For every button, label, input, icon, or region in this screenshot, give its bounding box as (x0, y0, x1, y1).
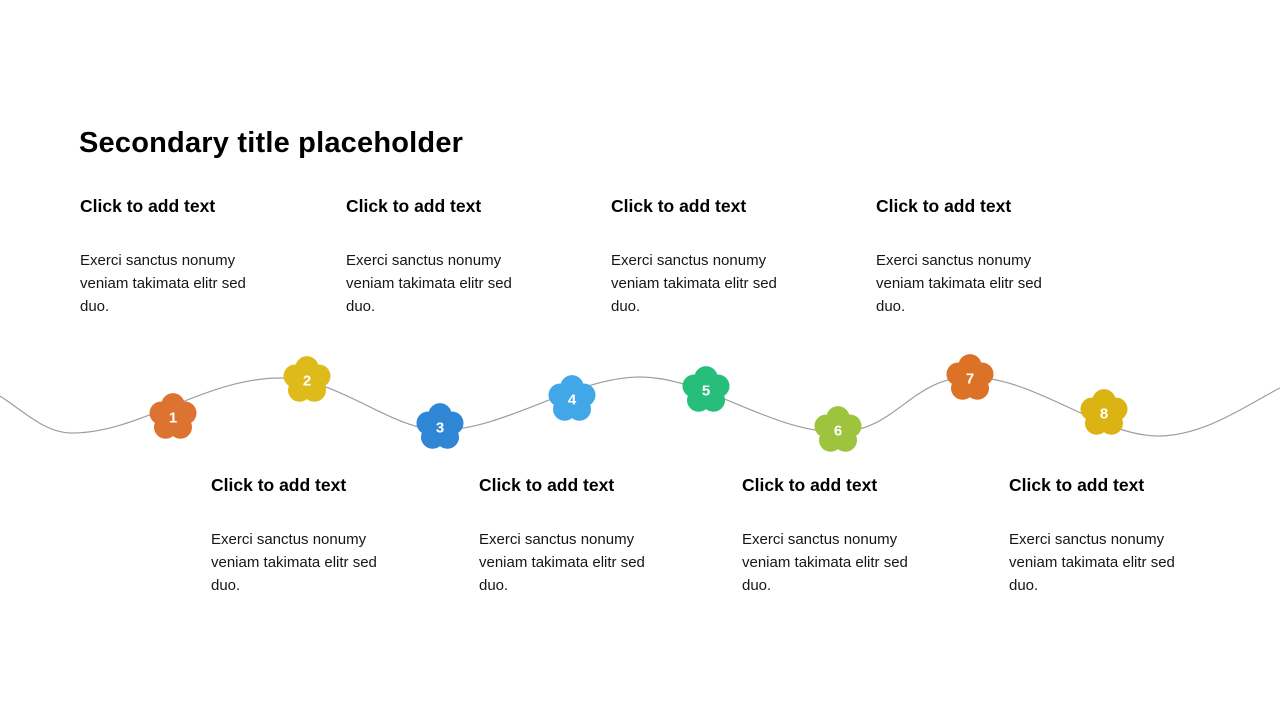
item-body[interactable]: Exerci sanctus nonumy veniam takimata el… (211, 531, 377, 594)
item-body[interactable]: Exerci sanctus nonumy veniam takimata el… (80, 252, 246, 315)
item-body[interactable]: Exerci sanctus nonumy veniam takimata el… (346, 252, 512, 315)
item-body[interactable]: Exerci sanctus nonumy veniam takimata el… (1009, 531, 1175, 594)
item-heading[interactable]: Click to add text (876, 196, 1012, 216)
item-body[interactable]: Exerci sanctus nonumy veniam takimata el… (742, 531, 908, 594)
flower-number: 3 (436, 420, 444, 437)
flower-number: 8 (1100, 406, 1108, 423)
timeline-flower-3[interactable]: 3 (416, 403, 464, 451)
flower-shape (416, 403, 464, 449)
flower-shape (548, 375, 596, 421)
flower-shape (682, 366, 730, 412)
slide-title[interactable]: Secondary title placeholder (79, 127, 464, 159)
timeline-flower-6[interactable]: 6 (814, 406, 862, 454)
flower-shape (283, 356, 331, 402)
item-heading[interactable]: Click to add text (80, 196, 216, 216)
item-heading[interactable]: Click to add text (479, 475, 615, 495)
timeline-flower-2[interactable]: 2 (283, 356, 331, 404)
flower-number: 7 (966, 371, 974, 388)
flower-number: 5 (702, 383, 710, 400)
item-heading[interactable]: Click to add text (211, 475, 347, 495)
item-heading[interactable]: Click to add text (611, 196, 747, 216)
item-body[interactable]: Exerci sanctus nonumy veniam takimata el… (611, 252, 777, 315)
timeline-flower-7[interactable]: 7 (946, 354, 994, 402)
item-heading[interactable]: Click to add text (742, 475, 878, 495)
item-body[interactable]: Exerci sanctus nonumy veniam takimata el… (876, 252, 1042, 315)
timeline-flower-8[interactable]: 8 (1080, 389, 1128, 437)
item-heading[interactable]: Click to add text (346, 196, 482, 216)
flower-number: 2 (303, 373, 311, 390)
flower-number: 6 (834, 423, 842, 440)
timeline-flower-1[interactable]: 1 (149, 393, 197, 441)
item-heading[interactable]: Click to add text (1009, 475, 1145, 495)
flower-number: 4 (568, 392, 577, 409)
timeline-flower-4[interactable]: 4 (548, 375, 596, 423)
flower-shape (1080, 389, 1128, 435)
item-body[interactable]: Exerci sanctus nonumy veniam takimata el… (479, 531, 645, 594)
flower-number: 1 (169, 410, 177, 427)
flower-shape (149, 393, 197, 439)
flower-shape (814, 406, 862, 452)
timeline-flower-5[interactable]: 5 (682, 366, 730, 414)
flower-shape (946, 354, 994, 400)
